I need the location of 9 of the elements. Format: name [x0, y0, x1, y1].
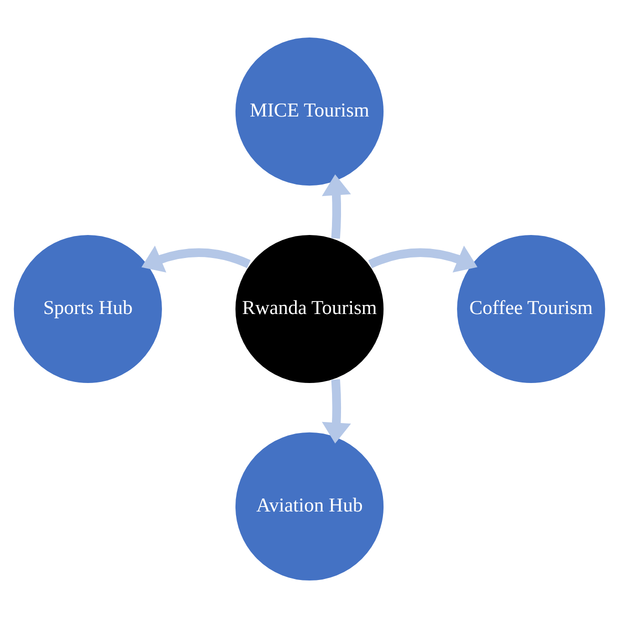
node-circle: Aviation Hub	[233, 430, 386, 583]
arrow	[368, 246, 478, 272]
node-circle: MICE Tourism	[233, 35, 386, 188]
node-circle: Rwanda Tourism	[233, 232, 386, 386]
node-circle: Sports Hub	[12, 232, 164, 386]
arrow	[322, 174, 351, 239]
arrow	[141, 246, 251, 272]
arrow	[322, 379, 351, 444]
node-circle: Coffee Tourism	[454, 232, 608, 386]
